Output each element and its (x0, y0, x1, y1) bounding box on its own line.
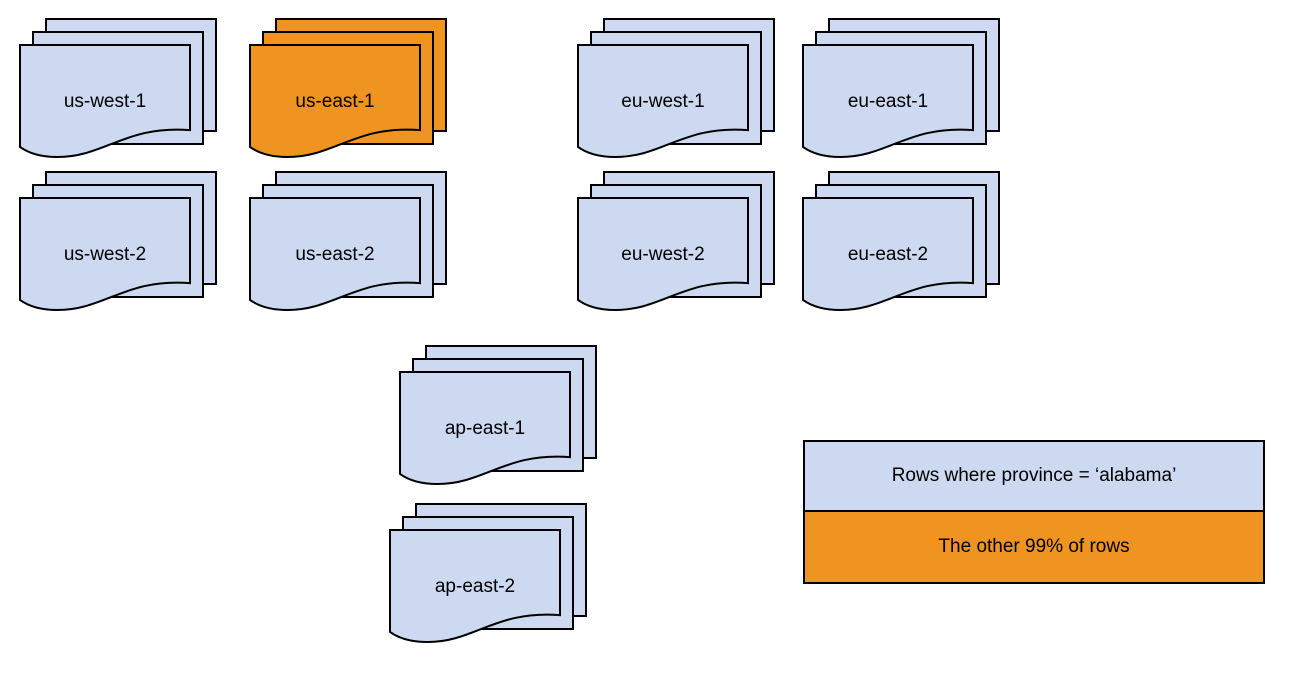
document-sheet-us-west-2-front (19, 197, 191, 312)
document-sheet-eu-west-1-front (577, 44, 749, 159)
document-stack-shape-eu-west-1 (577, 18, 775, 159)
legend-item-normal: Rows where province = ‘alabama’ (805, 442, 1263, 512)
document-sheet-us-west-1-front (19, 44, 191, 159)
document-stack-shape-eu-west-2 (577, 171, 775, 312)
legend-label-highlight: The other 99% of rows (938, 536, 1130, 557)
document-sheet-eu-east-2-front (802, 197, 974, 312)
document-stack-shape-us-east-1 (249, 18, 447, 159)
document-stack-shape-us-west-2 (19, 171, 217, 312)
document-stack-shape-ap-east-2 (389, 503, 587, 644)
document-stack-shape-ap-east-1 (399, 345, 597, 486)
legend-label-normal: Rows where province = ‘alabama’ (891, 465, 1177, 486)
document-stack-shape-us-west-1 (19, 18, 217, 159)
document-sheet-eu-west-2-front (577, 197, 749, 312)
legend-item-highlight: The other 99% of rows (805, 512, 1263, 582)
document-sheet-eu-east-1-front (802, 44, 974, 159)
legend: Rows where province = ‘alabama’ The othe… (803, 440, 1265, 584)
document-sheet-us-east-2-front (249, 197, 421, 312)
document-sheet-us-east-1-front (249, 44, 421, 159)
document-stack-shape-eu-east-1 (802, 18, 1000, 159)
document-sheet-ap-east-2-front (389, 529, 561, 644)
document-sheet-ap-east-1-front (399, 371, 571, 486)
document-stack-shape-us-east-2 (249, 171, 447, 312)
document-stack-shape-eu-east-2 (802, 171, 1000, 312)
